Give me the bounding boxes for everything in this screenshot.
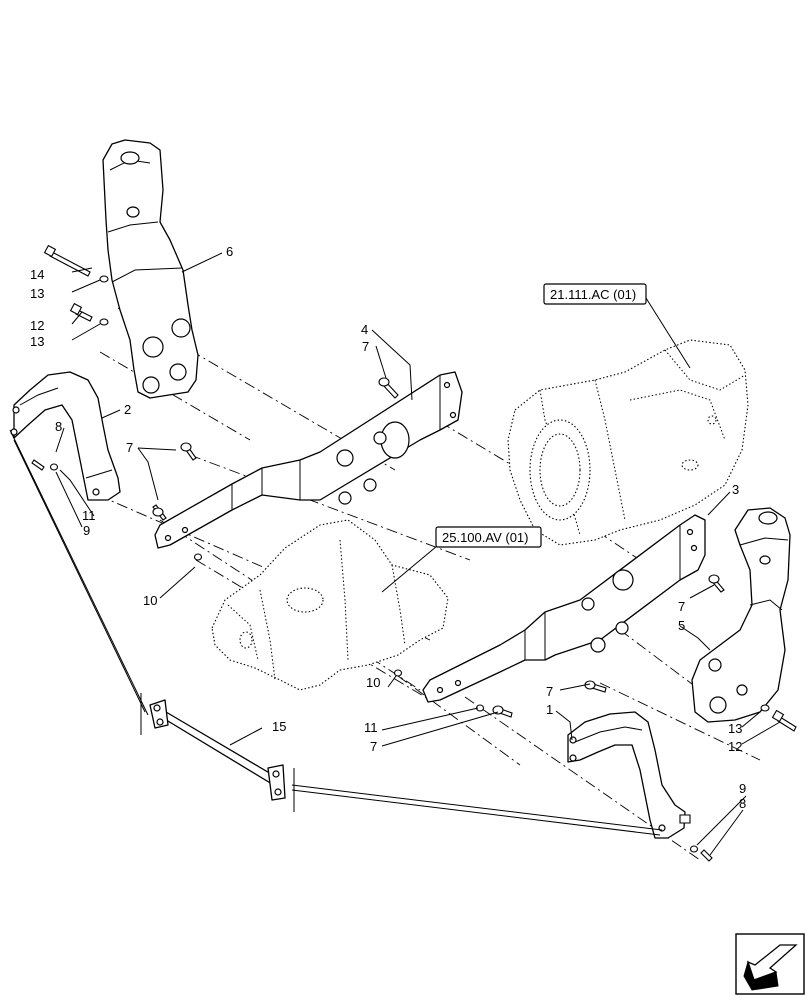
support-part-2 <box>10 371 121 501</box>
callout-6: 6 <box>226 244 233 259</box>
bolts-part-7-lower <box>393 669 607 718</box>
callout-2: 2 <box>124 402 131 417</box>
callout-7: 7 <box>546 684 553 699</box>
callout-9: 9 <box>83 523 90 538</box>
reference-box-axle-support[interactable]: 25.100.AV (01) <box>435 526 542 548</box>
callout-8: 8 <box>55 419 62 434</box>
callout-7: 7 <box>126 440 133 455</box>
callout-13: 13 <box>30 286 44 301</box>
tie-rod-part-15 <box>149 699 286 801</box>
callout-13: 13 <box>30 334 44 349</box>
transmission-reference-part <box>507 339 749 546</box>
callout-13: 13 <box>728 721 742 736</box>
bracket-part-5 <box>691 507 797 732</box>
callout-9: 9 <box>739 781 746 796</box>
callout-7: 7 <box>370 739 377 754</box>
long-assembly-lines <box>9 429 663 836</box>
callout-labels: 14 13 12 13 6 4 7 2 8 11 9 7 10 3 7 5 7 … <box>30 244 746 811</box>
rail-part-3 <box>422 514 706 703</box>
callout-7: 7 <box>362 339 369 354</box>
callout-7: 7 <box>678 599 685 614</box>
support-part-1 <box>567 711 713 862</box>
arrow-return-icon[interactable] <box>735 933 805 995</box>
callout-10: 10 <box>143 593 157 608</box>
reference-label-axle-support: 25.100.AV (01) <box>442 530 528 545</box>
callout-14: 14 <box>30 267 44 282</box>
callout-10: 10 <box>366 675 380 690</box>
callout-8: 8 <box>739 796 746 811</box>
callout-12: 12 <box>728 739 742 754</box>
bolts-part-7-upper <box>152 377 399 561</box>
axle-support-reference-part <box>211 519 449 691</box>
callout-1: 1 <box>546 702 553 717</box>
callout-15: 15 <box>272 719 286 734</box>
callout-12: 12 <box>30 318 44 333</box>
reference-box-transmission[interactable]: 21.111.AC (01) <box>543 283 647 305</box>
callout-4: 4 <box>361 322 368 337</box>
reference-label-transmission: 21.111.AC (01) <box>550 287 636 302</box>
callout-11: 11 <box>364 720 378 735</box>
callout-5: 5 <box>678 618 685 633</box>
callout-11: 11 <box>82 508 96 523</box>
callout-leaders <box>55 252 781 856</box>
callout-3: 3 <box>732 482 739 497</box>
bracket-part-6 <box>102 139 199 399</box>
bolts-upper-left <box>43 244 109 326</box>
rail-part-4 <box>154 371 463 549</box>
